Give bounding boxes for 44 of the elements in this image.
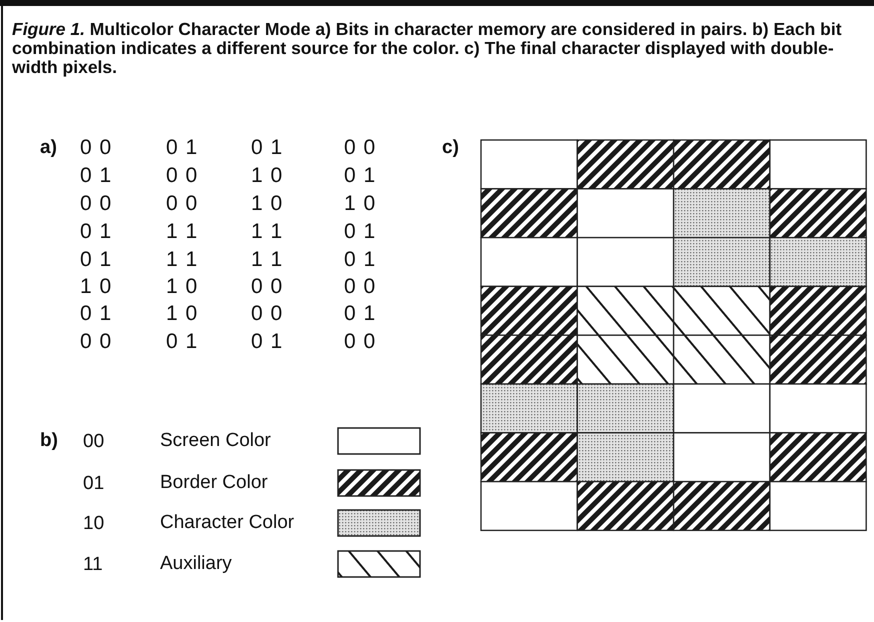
bit-pair: 0 0 (166, 193, 198, 215)
bit-pair: 0 1 (344, 249, 376, 271)
bit-pair: 0 0 (80, 193, 112, 215)
bit-pair: 0 1 (251, 331, 284, 353)
legend-text: Screen Color (160, 430, 271, 452)
bit-pair: 0 1 (166, 137, 198, 159)
bit-pair: 0 1 (80, 249, 112, 271)
figure-caption: Figure 1. Multicolor Character Mode a) Bits in character memory are considered in pairs. b) Each bit combination indicates a different source for the color. c) The final character displayed with double-width pixels. (12, 20, 843, 77)
bit-pair: 0 0 (80, 137, 112, 159)
bit-code: 00 (83, 431, 104, 453)
bit-pair: 1 1 (251, 221, 284, 243)
bit-pair: 0 1 (80, 221, 112, 243)
bit-pair: 0 0 (344, 137, 376, 159)
bit-pair: 0 0 (80, 331, 112, 353)
bit-pair: 0 1 (80, 303, 112, 325)
bit-code: 10 (83, 513, 104, 535)
bit-pair: 0 1 (344, 165, 376, 187)
bit-code: 11 (83, 554, 103, 576)
bit-pair: 1 0 (166, 276, 198, 298)
legend-text: Border Color (160, 472, 268, 494)
section-label: a) (40, 137, 57, 159)
bit-pair: 0 0 (344, 331, 376, 353)
bit-pair: 1 0 (251, 165, 284, 187)
bit-pair: 1 0 (251, 193, 284, 215)
bit-pair: 1 1 (166, 249, 198, 271)
bit-pair: 0 1 (251, 137, 284, 159)
bit-pair: 0 1 (166, 331, 198, 353)
bit-pair: 0 1 (344, 221, 376, 243)
bit-pair: 0 0 (251, 276, 284, 298)
bit-pair: 0 0 (251, 303, 284, 325)
bit-pair: 0 0 (344, 276, 376, 298)
section-label: c) (442, 137, 459, 159)
bit-pair: 1 0 (80, 276, 112, 298)
bit-pair: 0 1 (344, 303, 376, 325)
bit-pair: 1 1 (251, 249, 284, 271)
bit-pair: 0 0 (166, 165, 198, 187)
bit-pair: 0 1 (80, 165, 112, 187)
bit-pair: 1 1 (166, 221, 198, 243)
bit-pair: 1 0 (166, 303, 198, 325)
legend-text: Character Color (160, 512, 294, 534)
bit-pair: 1 0 (344, 193, 376, 215)
legend-text: Auxiliary (160, 553, 232, 575)
bit-code: 01 (83, 473, 104, 495)
section-label: b) (40, 430, 58, 452)
